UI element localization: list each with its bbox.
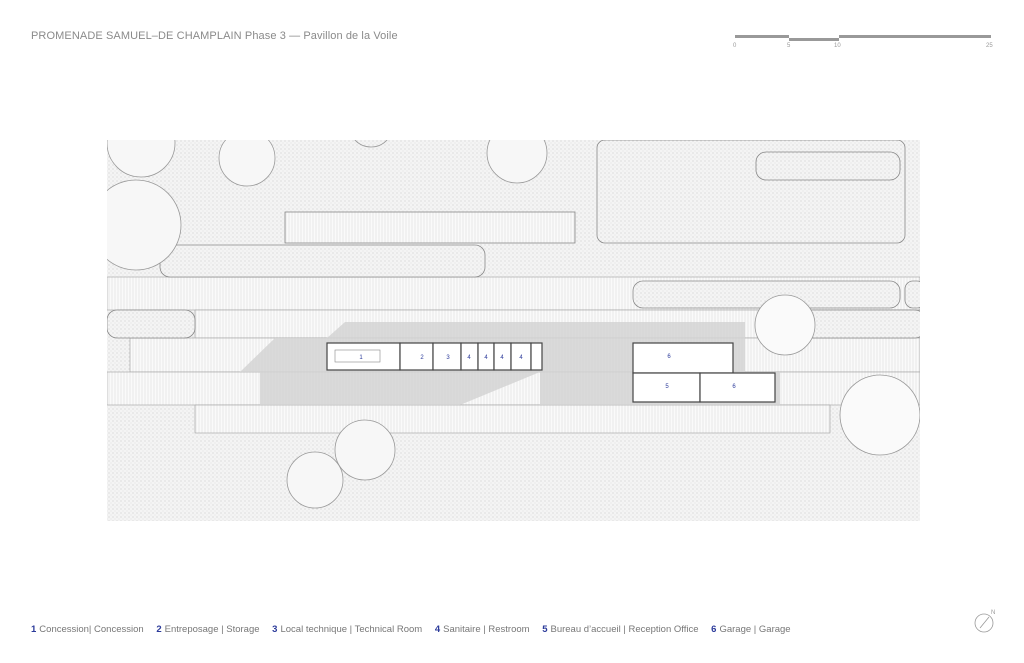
building: [326, 342, 776, 403]
room-label-4: 4: [484, 355, 488, 361]
site-plan: 1 2 3 4 4 4 4 5 6 6: [107, 140, 920, 521]
room-label-1: 1: [359, 355, 363, 361]
scale-bar-graphic: [735, 35, 991, 41]
room-label-5: 5: [665, 384, 669, 390]
scale-tick: 10: [834, 43, 841, 49]
north-label: N: [991, 610, 995, 616]
room-label-4: 4: [519, 355, 523, 361]
trees: [107, 140, 920, 509]
scale-tick: 0: [733, 43, 737, 49]
scale-tick: 5: [787, 43, 791, 49]
drawing-title: PROMENADE SAMUEL–DE CHAMPLAIN Phase 3 — …: [31, 30, 398, 42]
scale-bar: 0 5 10 25: [733, 32, 993, 56]
room-label-3: 3: [446, 355, 450, 361]
north-arrow-icon: N: [974, 610, 995, 633]
room-label-6: 6: [732, 384, 736, 390]
room-label-4: 4: [500, 355, 504, 361]
planters: [107, 140, 920, 339]
room-label-2: 2: [420, 355, 424, 361]
room-labels: 1 2 3 4 4 4 4 5 6 6: [359, 354, 736, 390]
room-label-6: 6: [667, 354, 671, 360]
room-label-4: 4: [467, 355, 471, 361]
scale-tick: 25: [986, 43, 993, 49]
